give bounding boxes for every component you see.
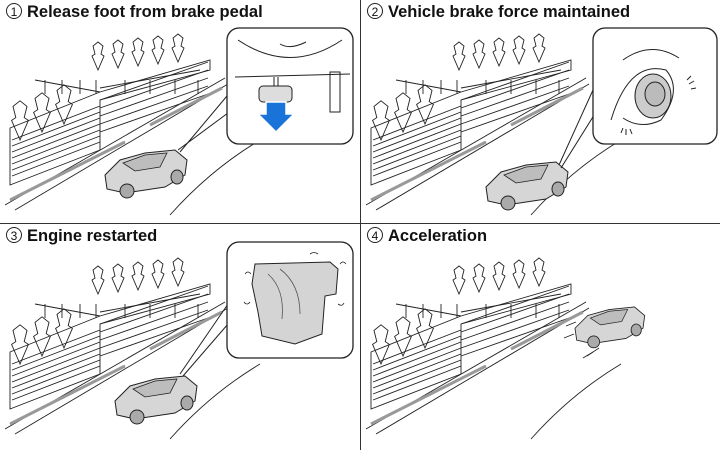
car-window: [122, 152, 168, 172]
scene-illustration: [365, 27, 718, 216]
car: [104, 149, 188, 199]
brick-wall: [370, 283, 572, 410]
car: [114, 375, 198, 425]
trees: [372, 33, 546, 142]
road-edge: [375, 307, 590, 435]
car-body: [114, 375, 198, 420]
curb: [370, 364, 487, 426]
roadside-scene: [365, 33, 622, 216]
brick-wall: [370, 59, 572, 186]
fence: [395, 293, 562, 318]
brick-wall: [9, 283, 211, 410]
car-wheel: [587, 335, 601, 349]
road-edge: [530, 363, 622, 440]
step-number: 4: [367, 227, 383, 243]
step-number: 1: [6, 3, 22, 19]
road-edge: [14, 83, 229, 211]
engine-icon: [243, 252, 347, 345]
fence: [395, 69, 562, 94]
roadside-scene: [4, 257, 261, 440]
curb: [149, 86, 223, 127]
step-title: 2 Vehicle brake force maintained: [367, 3, 630, 22]
car-window: [589, 309, 629, 326]
car-wheel: [180, 395, 194, 411]
step-title: 1 Release foot from brake pedal: [6, 3, 263, 22]
car: [574, 306, 646, 349]
car-wheel: [630, 323, 642, 337]
step-number: 2: [367, 3, 383, 19]
step-title-text: Acceleration: [388, 227, 488, 245]
car-body: [104, 149, 188, 194]
trees: [372, 257, 546, 366]
road-edge: [169, 139, 261, 216]
car-wheel: [170, 169, 184, 185]
car-body: [485, 161, 569, 206]
roadside-scene: [4, 33, 261, 216]
fence: [34, 293, 201, 318]
vertical-divider: [360, 0, 361, 450]
panel-engine-restarted: 3 Engine restarted: [0, 224, 360, 448]
down-arrow-icon: [256, 101, 296, 134]
step-title: 4 Acceleration: [367, 227, 487, 246]
curb: [149, 310, 223, 351]
inset-callout: [558, 27, 718, 169]
inset-callout: [179, 241, 354, 377]
wheel-brake-icon: [610, 49, 697, 135]
curb: [9, 140, 126, 202]
car-window: [132, 378, 178, 398]
step-title: 3 Engine restarted: [6, 227, 157, 246]
scene-illustration: [365, 257, 646, 440]
road-edge: [530, 139, 622, 216]
car-wheel: [500, 195, 516, 211]
step-number: 3: [6, 227, 22, 243]
road-edge: [169, 363, 261, 440]
motion-lines: [563, 321, 600, 359]
curb: [510, 86, 584, 127]
step-title-text: Vehicle brake force maintained: [388, 3, 631, 21]
panel-release-brake: 1 Release foot from brake pedal: [0, 0, 360, 224]
roadside-scene: [365, 257, 622, 440]
panel-brake-force-maintained: 2 Vehicle brake force maintained: [361, 0, 720, 224]
scene-illustration: [4, 241, 354, 440]
road-edge: [14, 307, 229, 435]
curb: [370, 140, 487, 202]
scene-illustration: [4, 27, 354, 216]
trees: [11, 257, 185, 366]
car: [485, 161, 569, 211]
trees: [11, 33, 185, 142]
brick-wall: [9, 59, 211, 186]
panel-acceleration: 4 Acceleration: [361, 224, 720, 448]
inset-callout: [177, 27, 354, 153]
road-edge: [375, 83, 590, 211]
step-title-text: Release foot from brake pedal: [27, 3, 263, 21]
steering-column: [234, 39, 351, 113]
car-window: [503, 164, 549, 184]
car-wheel: [551, 181, 565, 197]
car-body: [574, 306, 646, 344]
step-title-text: Engine restarted: [27, 227, 158, 245]
car-wheel: [119, 183, 135, 199]
curb: [9, 364, 126, 426]
curb: [510, 310, 584, 351]
car-wheel: [129, 409, 145, 425]
fence: [34, 69, 201, 94]
